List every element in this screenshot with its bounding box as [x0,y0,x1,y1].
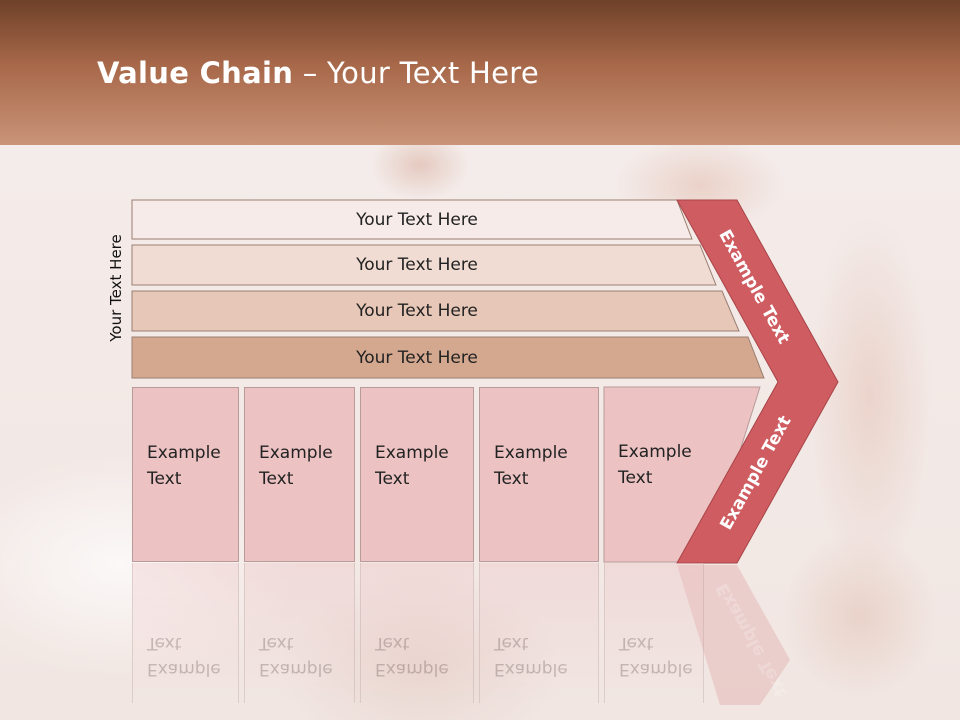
box-line2-5: Text [618,468,653,488]
bar-shape-3 [131,290,740,332]
box-line2-3: Text [375,469,410,489]
box-line2-2: Text [259,469,294,489]
bar-label-3: Your Text Here [356,301,478,321]
chevron-arrow [676,199,839,564]
bar-label-4: Your Text Here [356,347,478,368]
box-line1-1: Example [147,443,221,463]
bar-1: Your Text Here [132,200,702,239]
chevron-reflection [677,565,790,705]
slide-title: Value Chain – Your Text Here [97,56,539,90]
bar-shape-1 [131,199,693,240]
title-banner: Value Chain – Your Text Here [0,0,960,145]
box-line2-4: Text [494,469,529,489]
bar-4: Your Text Here [132,337,702,378]
box-line1-4: Example [494,443,568,463]
bar-label-2: Your Text Here [356,255,478,275]
box-line2-1: Text [147,469,182,489]
bar-3: Your Text Here [132,291,702,331]
bar-label-1: Your Text Here [356,209,478,230]
box-line1-3: Example [375,443,449,463]
bar-shape-2 [131,244,717,286]
box-line1-2: Example [259,443,333,463]
bar-2: Your Text Here [132,245,702,285]
box-line1-5: Example [618,442,692,462]
bar-shape-4 [131,336,765,379]
